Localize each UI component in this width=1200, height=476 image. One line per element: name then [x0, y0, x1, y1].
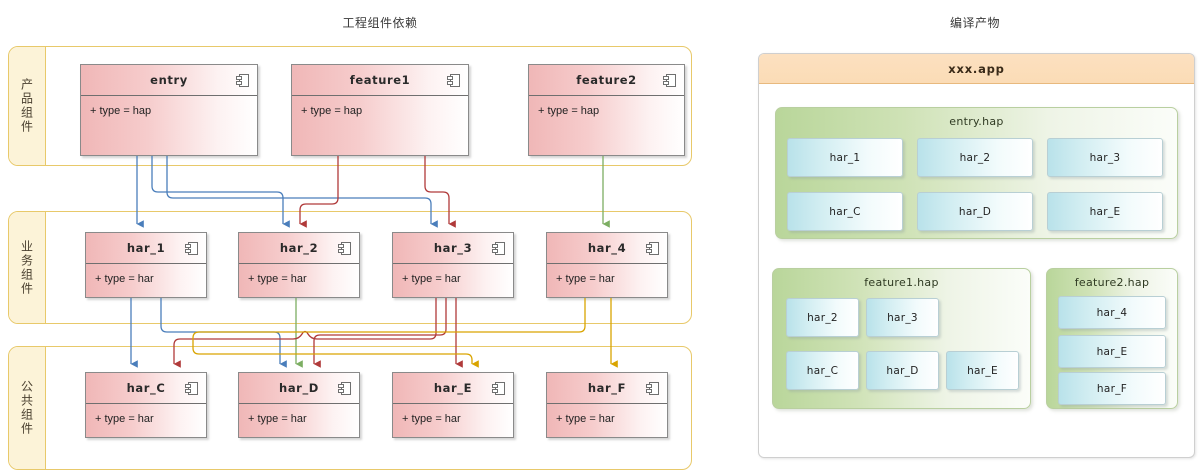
har-box-label: har_F [1096, 382, 1128, 395]
component-feature1-title: feature1 [349, 73, 411, 87]
uml-component-icon [646, 242, 659, 255]
har-box-label: har_D [886, 364, 919, 377]
har-box-entry-har-c[interactable]: har_C [787, 192, 903, 231]
swimlane-label-business: 业务组件 [9, 212, 46, 323]
hap-entry-title: entry.hap [949, 115, 1004, 128]
artifact-app-header: xxx.app [759, 54, 1194, 84]
component-har-4-header: har_4 [547, 233, 667, 264]
har-box-label: har_E [1096, 345, 1128, 358]
har-box-label: har_3 [887, 311, 918, 324]
swimlane-label-business-text: 业务组件 [19, 239, 34, 296]
component-har-e-title: har_E [433, 381, 473, 395]
component-feature2-header: feature2 [529, 65, 684, 96]
har-box-label: har_3 [1089, 151, 1121, 164]
component-har-f-title: har_F [587, 381, 627, 395]
component-har-e-attr: + type = har [402, 413, 461, 425]
har-box-feature2-har-f[interactable]: har_F [1058, 372, 1166, 405]
har-box-feature2-har-4[interactable]: har_4 [1058, 296, 1166, 329]
component-har-f-header: har_F [547, 373, 667, 404]
component-har-d-title: har_D [279, 381, 319, 395]
component-har-c-title: har_C [126, 381, 166, 395]
component-entry[interactable]: entry + type = hap [80, 64, 258, 156]
har-box-entry-har-2[interactable]: har_2 [917, 138, 1033, 177]
swimlane-label-product-text: 产品组件 [19, 78, 34, 134]
har-box-label: har_2 [959, 151, 991, 164]
uml-component-icon [338, 382, 351, 395]
component-feature1[interactable]: feature1 + type = hap [291, 64, 469, 156]
component-feature1-attr: + type = hap [301, 105, 363, 117]
component-har-3-header: har_3 [393, 233, 513, 264]
component-har-c-header: har_C [86, 373, 206, 404]
artifact-app-name: xxx.app [948, 61, 1005, 76]
component-har-c-attr: + type = har [95, 413, 154, 425]
har-box-feature1-har-d[interactable]: har_D [866, 351, 939, 390]
component-entry-title: entry [150, 73, 188, 87]
uml-component-icon [236, 74, 249, 87]
har-box-label: har_C [806, 364, 839, 377]
component-har-1-attr: + type = har [95, 273, 154, 285]
har-box-feature1-har-3[interactable]: har_3 [866, 298, 939, 337]
component-feature2-attr: + type = hap [538, 105, 600, 117]
har-box-entry-har-3[interactable]: har_3 [1047, 138, 1163, 177]
uml-component-icon [447, 74, 460, 87]
component-har-f[interactable]: har_F + type = har [546, 372, 668, 438]
component-har-e-header: har_E [393, 373, 513, 404]
component-entry-attr: + type = hap [90, 105, 152, 117]
component-har-2[interactable]: har_2 + type = har [238, 232, 360, 298]
component-har-d-attr: + type = har [248, 413, 307, 425]
har-box-label: har_C [829, 205, 861, 218]
component-har-4-attr: + type = har [556, 273, 615, 285]
har-box-label: har_2 [807, 311, 838, 324]
har-box-entry-har-1[interactable]: har_1 [787, 138, 903, 177]
uml-component-icon [185, 242, 198, 255]
component-har-4-title: har_4 [587, 241, 627, 255]
component-har-e[interactable]: har_E + type = har [392, 372, 514, 438]
swimlane-label-common: 公共组件 [9, 347, 46, 469]
component-har-d-header: har_D [239, 373, 359, 404]
uml-component-icon [663, 74, 676, 87]
har-box-feature1-har-c[interactable]: har_C [786, 351, 859, 390]
uml-component-icon [646, 382, 659, 395]
uml-component-icon [492, 242, 505, 255]
component-har-1-title: har_1 [126, 241, 166, 255]
har-box-feature1-har-e[interactable]: har_E [946, 351, 1019, 390]
component-har-3-attr: + type = har [402, 273, 461, 285]
uml-component-icon [338, 242, 351, 255]
har-box-label: har_E [967, 364, 998, 377]
har-box-entry-har-d[interactable]: har_D [917, 192, 1033, 231]
har-box-label: har_D [958, 205, 992, 218]
swimlane-label-common-text: 公共组件 [19, 380, 34, 436]
component-feature2[interactable]: feature2 + type = hap [528, 64, 685, 156]
hap-feature2-title: feature2.hap [1074, 276, 1150, 289]
component-har-1[interactable]: har_1 + type = har [85, 232, 207, 298]
hap-feature1-title: feature1.hap [864, 276, 939, 289]
component-har-1-header: har_1 [86, 233, 206, 264]
component-feature2-title: feature2 [576, 73, 637, 87]
uml-component-icon [185, 382, 198, 395]
component-har-2-header: har_2 [239, 233, 359, 264]
component-har-4[interactable]: har_4 + type = har [546, 232, 668, 298]
component-har-3-title: har_3 [433, 241, 473, 255]
har-box-feature1-har-2[interactable]: har_2 [786, 298, 859, 337]
har-box-label: har_4 [1096, 306, 1128, 319]
har-box-label: har_E [1089, 205, 1121, 218]
har-box-label: har_1 [829, 151, 861, 164]
left-panel-title: 工程组件依赖 [342, 16, 418, 30]
component-har-2-title: har_2 [279, 241, 319, 255]
right-panel-title: 编译产物 [949, 16, 1000, 30]
component-har-f-attr: + type = har [556, 413, 615, 425]
swimlane-label-product: 产品组件 [9, 47, 46, 165]
component-har-d[interactable]: har_D + type = har [238, 372, 360, 438]
component-har-3[interactable]: har_3 + type = har [392, 232, 514, 298]
har-box-entry-har-e[interactable]: har_E [1047, 192, 1163, 231]
har-box-feature2-har-e[interactable]: har_E [1058, 335, 1166, 368]
component-har-c[interactable]: har_C + type = har [85, 372, 207, 438]
component-har-2-attr: + type = har [248, 273, 307, 285]
component-entry-header: entry [81, 65, 257, 96]
uml-component-icon [492, 382, 505, 395]
component-feature1-header: feature1 [292, 65, 468, 96]
